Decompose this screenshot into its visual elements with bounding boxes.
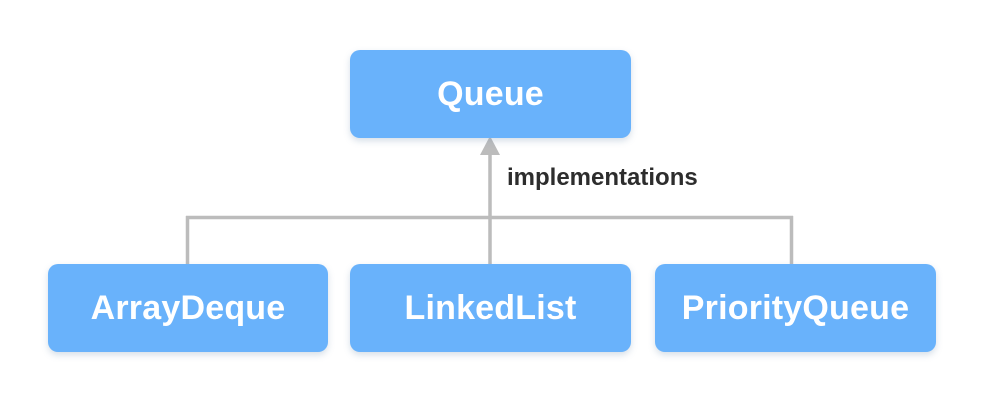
node-priorityqueue[interactable]: PriorityQueue <box>655 264 936 352</box>
node-queue-label: Queue <box>437 75 544 113</box>
arrowhead-up-icon <box>480 136 500 155</box>
node-arraydeque-label: ArrayDeque <box>90 289 286 327</box>
node-arraydeque[interactable]: ArrayDeque <box>48 264 328 352</box>
node-priorityqueue-label: PriorityQueue <box>681 289 910 327</box>
node-queue[interactable]: Queue <box>350 50 631 138</box>
edge-label-implementations: implementations <box>507 164 698 191</box>
node-linkedlist[interactable]: LinkedList <box>350 264 631 352</box>
node-linkedlist-label: LinkedList <box>404 289 577 327</box>
